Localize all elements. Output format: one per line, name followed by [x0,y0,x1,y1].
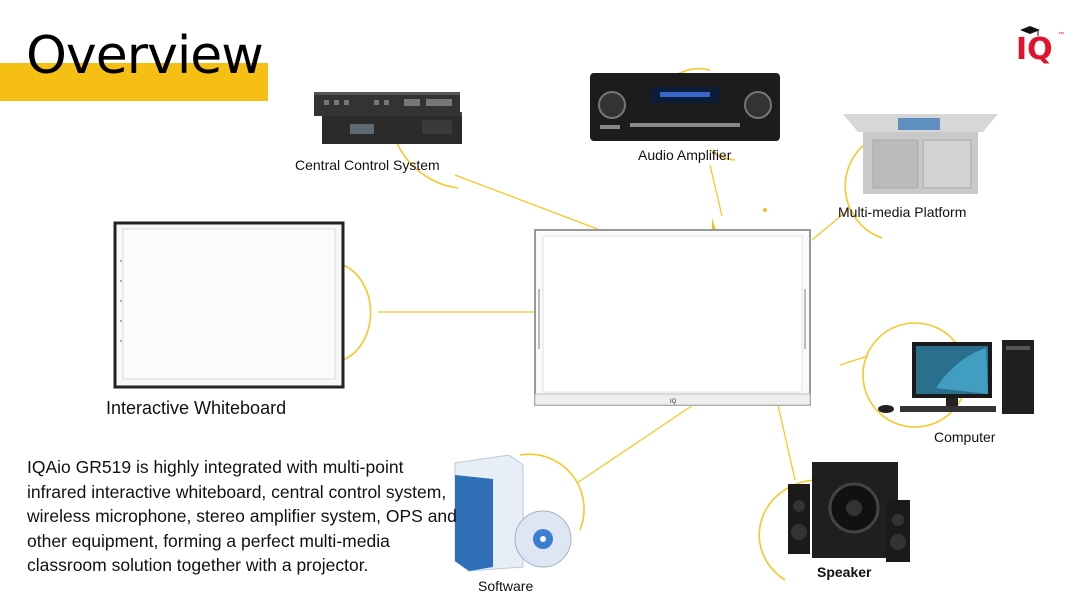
link-software [576,404,694,484]
speaker-device [788,462,910,562]
label-software: Software [478,578,534,594]
link-computer [839,355,869,366]
arc-whiteboard [342,264,372,361]
interactive-whiteboard-device [113,221,345,389]
link-audio-amplifier [709,164,723,217]
multimedia-platform-device [843,114,998,194]
center-panel-logo: IQ [670,399,677,405]
link-central-control [454,174,601,231]
label-computer: Computer [934,429,996,445]
iq-brand-logo: IQ ™ [1016,26,1064,64]
label-whiteboard: Interactive Whiteboard [106,398,287,418]
label-multimedia-platform: Multi-media Platform [838,204,967,220]
description-paragraph: IQAio GR519 is highly integrated with mu… [27,457,457,575]
computer-device [878,340,1034,414]
center-interactive-display: IQ [534,229,811,406]
software-device [454,455,572,572]
link-speaker [777,404,796,481]
link-multimedia-platform [811,209,849,241]
slide-title: Overview [26,26,264,86]
label-central-control: Central Control System [295,157,440,173]
label-audio-amplifier: Audio Amplifier [638,147,732,163]
central-control-device [314,92,462,144]
label-speaker: Speaker [817,564,872,580]
arc-software [519,453,585,531]
audio-amplifier-device [590,73,780,141]
title-accent-bar [0,63,268,101]
logo-text: IQ [1016,32,1053,64]
logo-tm: ™ [1058,31,1064,38]
